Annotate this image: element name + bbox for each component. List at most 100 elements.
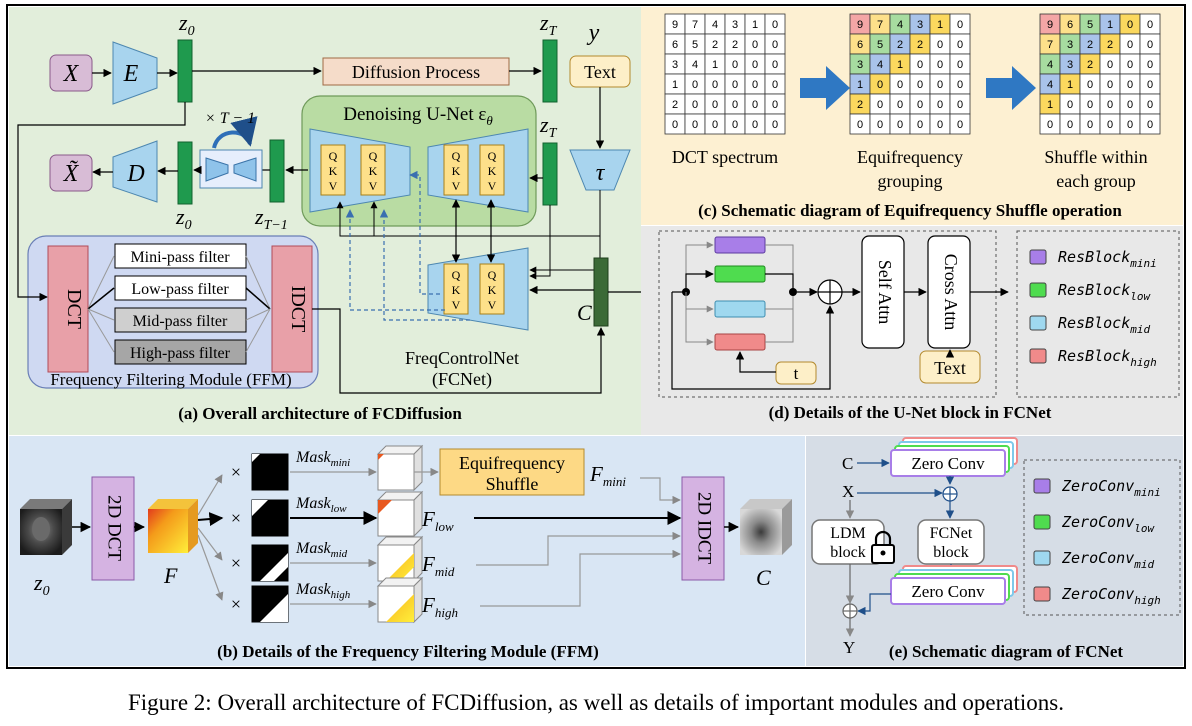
fcnet-qkv-1-q: Q [452,268,461,282]
grid1-cell-value: 0 [672,119,678,131]
grid3-cell-value: 0 [1107,119,1113,131]
times-mid: × [231,553,241,573]
equifrequency-shuffle-box [439,448,585,496]
grid2-cell-value: 1 [897,59,903,71]
zeroconv-legend-label-high: ZeroConvhigh [1061,585,1161,607]
resblock-legend-label-mini: ResBlockmini [1058,248,1157,270]
grid1-cell-value: 0 [772,39,778,51]
grid2-cell-value: 0 [957,79,963,91]
fcnet-qkv-2-v: V [488,298,497,312]
shuffle-label-2: each group [1056,171,1135,191]
f-label-low: Flow [421,507,454,534]
zeroconv-legend-label-mid: ZeroConvmid [1061,549,1154,571]
z0-label-bottom: z0 [175,204,192,233]
f-label-mid: Fmid [421,552,455,579]
unet-qkv-2: QKV [360,144,386,196]
f-spectrum [148,509,188,553]
grid3-cell-value: 0 [1147,119,1153,131]
grid2-cell-value: 0 [957,19,963,31]
grid3-cell-value: 2 [1087,39,1093,51]
ffm-in-line-3 [87,308,115,321]
panel-d: t Self Attn Cross Attn Text ResBlockmini… [641,226,1183,435]
mask-label-mini: Maskmini [295,449,350,469]
grid1-cell-value: 2 [732,39,738,51]
filter-label-2: Low-pass filter [131,281,229,298]
filter-box-3 [114,307,247,333]
arrow-f-to-mid [197,527,223,561]
grid1-cell-value: 0 [772,59,778,71]
grid2-cell-value: 0 [857,119,863,131]
idct-label: IDCT [287,286,309,333]
z0-label-b: z0 [33,570,50,599]
grid3-cell-value: 0 [1147,39,1153,51]
lock-shackle [874,530,892,545]
grid2-cell-value: 0 [877,79,883,91]
grid2-cell-value: 0 [957,99,963,111]
fcnet-block-label-2: block [933,544,969,561]
fcnet-qkv-2: QKV [479,263,505,315]
grid3-cell-value: 2 [1087,59,1093,71]
times-mini: × [231,462,241,482]
decoder-label: D [126,161,144,187]
idct-box [271,245,313,373]
result-cube-side-high [413,576,423,624]
unet-qkv-4: QKV [479,144,505,196]
tau-label: τ [596,160,606,186]
text-label-d: Text [934,358,966,378]
grid2-cell-value: 0 [957,119,963,131]
result-fill-high [386,594,414,622]
figure-frame [6,4,1186,669]
grid3-cell-value: 6 [1067,19,1073,31]
mask-mini [251,453,289,491]
grid1-cell-value: 0 [692,119,698,131]
grid2-cell-value: 0 [897,79,903,91]
grid3-cell-value: 4 [1047,79,1053,91]
grid2-cell-value: 2 [857,99,863,111]
grid3-cell-value: 0 [1107,99,1113,111]
grid2-cell-value: 2 [917,39,923,51]
grid2-cell-value: 0 [937,59,943,71]
panel-d-title: (d) Details of the U-Net block in FCNet [769,403,1052,422]
encoder-label: E [123,61,139,87]
grid1-cell-value: 0 [732,59,738,71]
grid3-cell-value: 0 [1147,59,1153,71]
c-cube-side [782,499,792,555]
grid3-cell-value: 9 [1047,19,1053,31]
zero-conv-top-label: Zero Conv [911,454,985,473]
loop-right-wedge [233,157,257,182]
unet-qkv-4-v: V [488,179,497,193]
grid2-cell-value: 3 [857,59,863,71]
decoder-shape [112,140,158,203]
figure-caption: Figure 2: Overall architecture of FCDiff… [128,690,1064,715]
grid2-cell-value: 0 [937,119,943,131]
grid2-cell-value: 3 [917,19,923,31]
x-input-label: X [63,61,80,87]
unet-qkv-1-box [320,144,346,196]
grid2-cell-value: 0 [957,59,963,71]
grid3-cell-value: 4 [1047,59,1053,71]
arrow-fmini-to-idct [640,477,681,505]
resblock-legend-swatch-mid [1029,315,1047,331]
dct-label: DCT [63,289,85,329]
grid1-cell-value: 1 [752,19,758,31]
resblock-legend-swatch-mini [1029,249,1047,265]
result-cube-side-mid [413,535,423,583]
grid1-cell-value: 0 [712,99,718,111]
unet-qkv-3-box [443,144,469,196]
grid3-cell-value: 0 [1067,119,1073,131]
resblock-legend-label-low: ResBlocklow [1058,281,1151,303]
resblock-mid [714,300,766,318]
grid2-cell-value: 5 [877,39,883,51]
zero-conv-bottom-label: Zero Conv [911,582,985,601]
idct2d-label: 2D IDCT [694,492,715,565]
arrow-grid1-to-grid2 [800,66,850,110]
grid3-cell-value: 0 [1127,39,1133,51]
panel-a: X E z0 Diffusion Process zT y Text τ zT … [9,7,675,435]
ffm-out-line-4 [245,308,271,353]
skip-dashed-1 [409,170,440,295]
zt-latent-bar-mid [542,142,558,206]
